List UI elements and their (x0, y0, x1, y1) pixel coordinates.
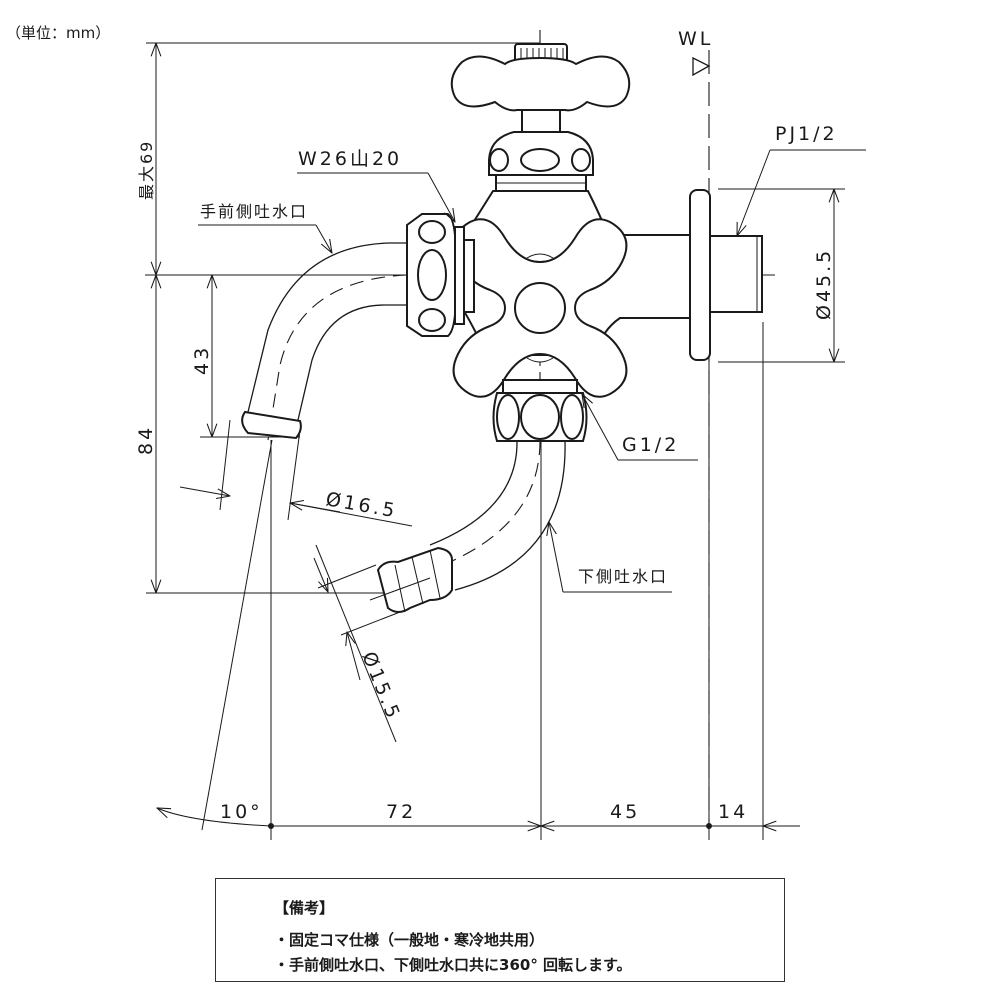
dim-16-5: Ø16.5 (324, 488, 399, 522)
dim-43: 43 (191, 345, 213, 375)
dim-45-5: Ø45.5 (813, 248, 835, 320)
bottom-coupling-nut (492, 379, 588, 442)
label-pj: PJ1/2 (775, 123, 838, 145)
dim-45: 45 (610, 801, 640, 823)
water-level-line: WL (678, 28, 713, 830)
dim-horizontal: 10° 72 45 14 (157, 801, 800, 829)
front-spout (241, 242, 408, 441)
leaders: W26山20 手前側吐水口 PJ1/2 G1/2 下側吐水口 (198, 123, 866, 593)
notes-title: 【備考】 (274, 899, 335, 917)
label-g12: G1/2 (622, 434, 679, 456)
dim-angle: 10° (220, 801, 263, 823)
dim-vertical: 最大69 84 43 (135, 43, 213, 593)
bottom-spout (369, 440, 566, 613)
label-front-spout: 手前側吐水口 (200, 202, 308, 221)
dim-flange-diameter: Ø45.5 (813, 189, 835, 362)
front-coupling-nut (406, 213, 475, 337)
note-item: ・固定コマ仕様（一般地・寒冷地共用） (274, 931, 545, 949)
note-item: ・手前側吐水口、下側吐水口共に360° 回転します。 (274, 956, 632, 974)
top-handle (450, 43, 631, 192)
unit-label: （単位：mm） (6, 24, 111, 42)
notes-box: 【備考】 ・固定コマ仕様（一般地・寒冷地共用） ・手前側吐水口、下側吐水口共に3… (215, 878, 785, 982)
wl-label: WL (678, 28, 713, 50)
label-w26: W26山20 (298, 148, 402, 170)
label-bottom-spout: 下側吐水口 (578, 567, 668, 586)
dim-14: 14 (718, 801, 748, 823)
dim-15-5: Ø15.5 (357, 649, 404, 724)
dim-72: 72 (386, 801, 416, 823)
star-handle (452, 218, 628, 398)
dim-max-height: 最大69 (137, 140, 156, 200)
dim-84: 84 (135, 425, 157, 455)
wl-triangle-icon (692, 56, 711, 77)
